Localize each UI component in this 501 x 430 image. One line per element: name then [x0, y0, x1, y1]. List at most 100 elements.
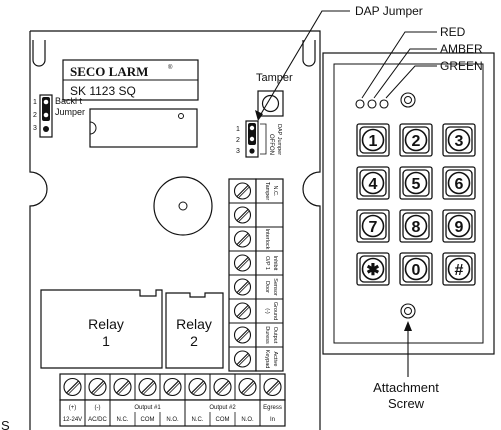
bottom-top-label-2: (-): [95, 405, 101, 411]
terminal-screw-bottom-4: [138, 377, 157, 397]
led-amber: [367, 99, 377, 109]
terminal-label-right-5-1: Door: [264, 281, 270, 293]
terminal-screw-bottom-3: [113, 377, 132, 397]
terminal-screw-bottom-8: [238, 377, 257, 397]
key-hash[interactable]: #: [442, 252, 476, 286]
key-3[interactable]: 3: [442, 123, 476, 157]
red-callout: RED: [440, 25, 466, 39]
key-label-12: #: [455, 262, 464, 279]
key-6[interactable]: 6: [442, 166, 476, 200]
key-4[interactable]: 4: [356, 166, 390, 200]
bottom-label-5: N.O.: [166, 417, 179, 423]
terminal-label-right-5-2: Sensor: [272, 278, 278, 296]
dap-pin-3: 3: [236, 148, 240, 155]
backlight-jumper-label: Backl t: [55, 96, 83, 106]
terminal-label-right-6-1: (-): [264, 308, 270, 314]
terminal-label-right-8-2: Active: [272, 352, 278, 367]
key-label-2: 2: [412, 133, 421, 150]
terminal-screw-bottom-1: [63, 377, 82, 397]
dap-board-label: DAP Jumper: [276, 124, 282, 155]
bottom-top-label-3: Output #1: [134, 405, 161, 411]
terminal-label-right-1-2: N.C.: [272, 186, 278, 197]
terminal-screw-right-6: [233, 302, 252, 320]
key-8[interactable]: 8: [399, 209, 433, 243]
buzzer-hole: [178, 201, 188, 211]
terminal-label-right-8-1: Keypad: [264, 350, 270, 369]
bottom-label-7: COM: [216, 417, 230, 423]
bottom-top-label-1: (+): [69, 405, 77, 411]
key-label-4: 4: [369, 176, 378, 193]
dap-pin-1: 1: [236, 126, 240, 133]
relay-2-label: Relay: [176, 316, 212, 332]
bottom-label-8: N.O.: [241, 417, 254, 423]
bottom-top-label-5: Egress: [263, 405, 282, 411]
key-7[interactable]: 7: [356, 209, 390, 243]
green-callout: GREEN: [440, 59, 483, 73]
terminal-screw-right-5: [233, 278, 252, 296]
stray-letter: S: [1, 418, 10, 430]
backlight-pin-2: 2: [33, 112, 37, 119]
key-2[interactable]: 2: [399, 123, 433, 157]
relay-1-number: 1: [102, 333, 110, 349]
terminal-label-right-4-1: O/P 1: [264, 256, 270, 270]
attachment-label-line2: Screw: [388, 396, 425, 411]
key-1[interactable]: 1: [356, 123, 390, 157]
circuit-board: [29, 30, 321, 430]
bottom-label-1: 12-24V: [63, 417, 82, 423]
terminal-label-right-7-2: Output: [272, 327, 278, 344]
key-label-9: 9: [455, 219, 464, 236]
key-label-5: 5: [412, 176, 421, 193]
relay-2-number: 2: [190, 333, 198, 349]
terminal-label-right-7-1: Duress: [264, 326, 270, 344]
terminal-label-right-6-2: Ground: [272, 302, 278, 320]
key-label-7: 7: [369, 219, 378, 236]
attachment-arrow-head: [404, 321, 412, 331]
backlight-pin-3: 3: [33, 125, 37, 132]
terminal-screw-right-8: [233, 350, 252, 368]
relay-2: [165, 292, 224, 369]
bottom-label-4: COM: [141, 417, 155, 423]
terminal-screw-bottom-9: [263, 377, 282, 397]
key-label-3: 3: [455, 133, 464, 150]
brand-name: SECO LARM: [70, 64, 148, 79]
ic-chip: [89, 108, 198, 148]
bottom-top-label-4: Output #2: [209, 405, 236, 411]
terminal-label-right-4-2: Inhibit: [272, 256, 278, 271]
terminal-label-right-3-1: Interlock: [264, 229, 270, 250]
dap-on-label: ON: [268, 146, 274, 155]
terminal-screw-bottom-2: [88, 377, 107, 397]
terminal-screw-right-3: [233, 230, 252, 248]
mount-slot-right: [302, 40, 316, 67]
terminal-screw-right-1: [233, 182, 252, 200]
terminal-screw-right-4: [233, 254, 252, 272]
led-red: [355, 99, 365, 109]
tamper-button: [261, 94, 280, 113]
mount-slot-left: [32, 40, 46, 67]
model-number: SK 1123 SQ: [70, 84, 136, 98]
terminal-screw-bottom-7: [213, 377, 232, 397]
key-star[interactable]: ✱: [356, 252, 390, 286]
amber-callout: AMBER: [440, 42, 483, 56]
terminal-screw-right-2: [233, 206, 252, 224]
dap-arrow-head: [255, 110, 263, 121]
key-label-8: 8: [412, 219, 421, 236]
key-label-11: 0: [412, 262, 421, 279]
attachment-label-line1: Attachment: [373, 380, 439, 395]
key-0[interactable]: 0: [399, 252, 433, 286]
backlight-jumper-label-2: Jumper: [55, 107, 85, 117]
key-9[interactable]: 9: [442, 209, 476, 243]
attachment-screw: [400, 303, 416, 319]
relay-1-label: Relay: [88, 316, 124, 332]
faceplate-top-screw: [400, 92, 416, 108]
relay-1: [40, 289, 163, 369]
key-5[interactable]: 5: [399, 166, 433, 200]
terminal-screw-bottom-6: [188, 377, 207, 397]
bottom-label-6: N.C.: [192, 417, 204, 423]
key-label-1: 1: [369, 133, 378, 150]
terminal-label-right-1-1: Tamper: [264, 182, 270, 201]
dap-pin-2: 2: [236, 137, 240, 144]
bottom-label-3: N.C.: [117, 417, 129, 423]
